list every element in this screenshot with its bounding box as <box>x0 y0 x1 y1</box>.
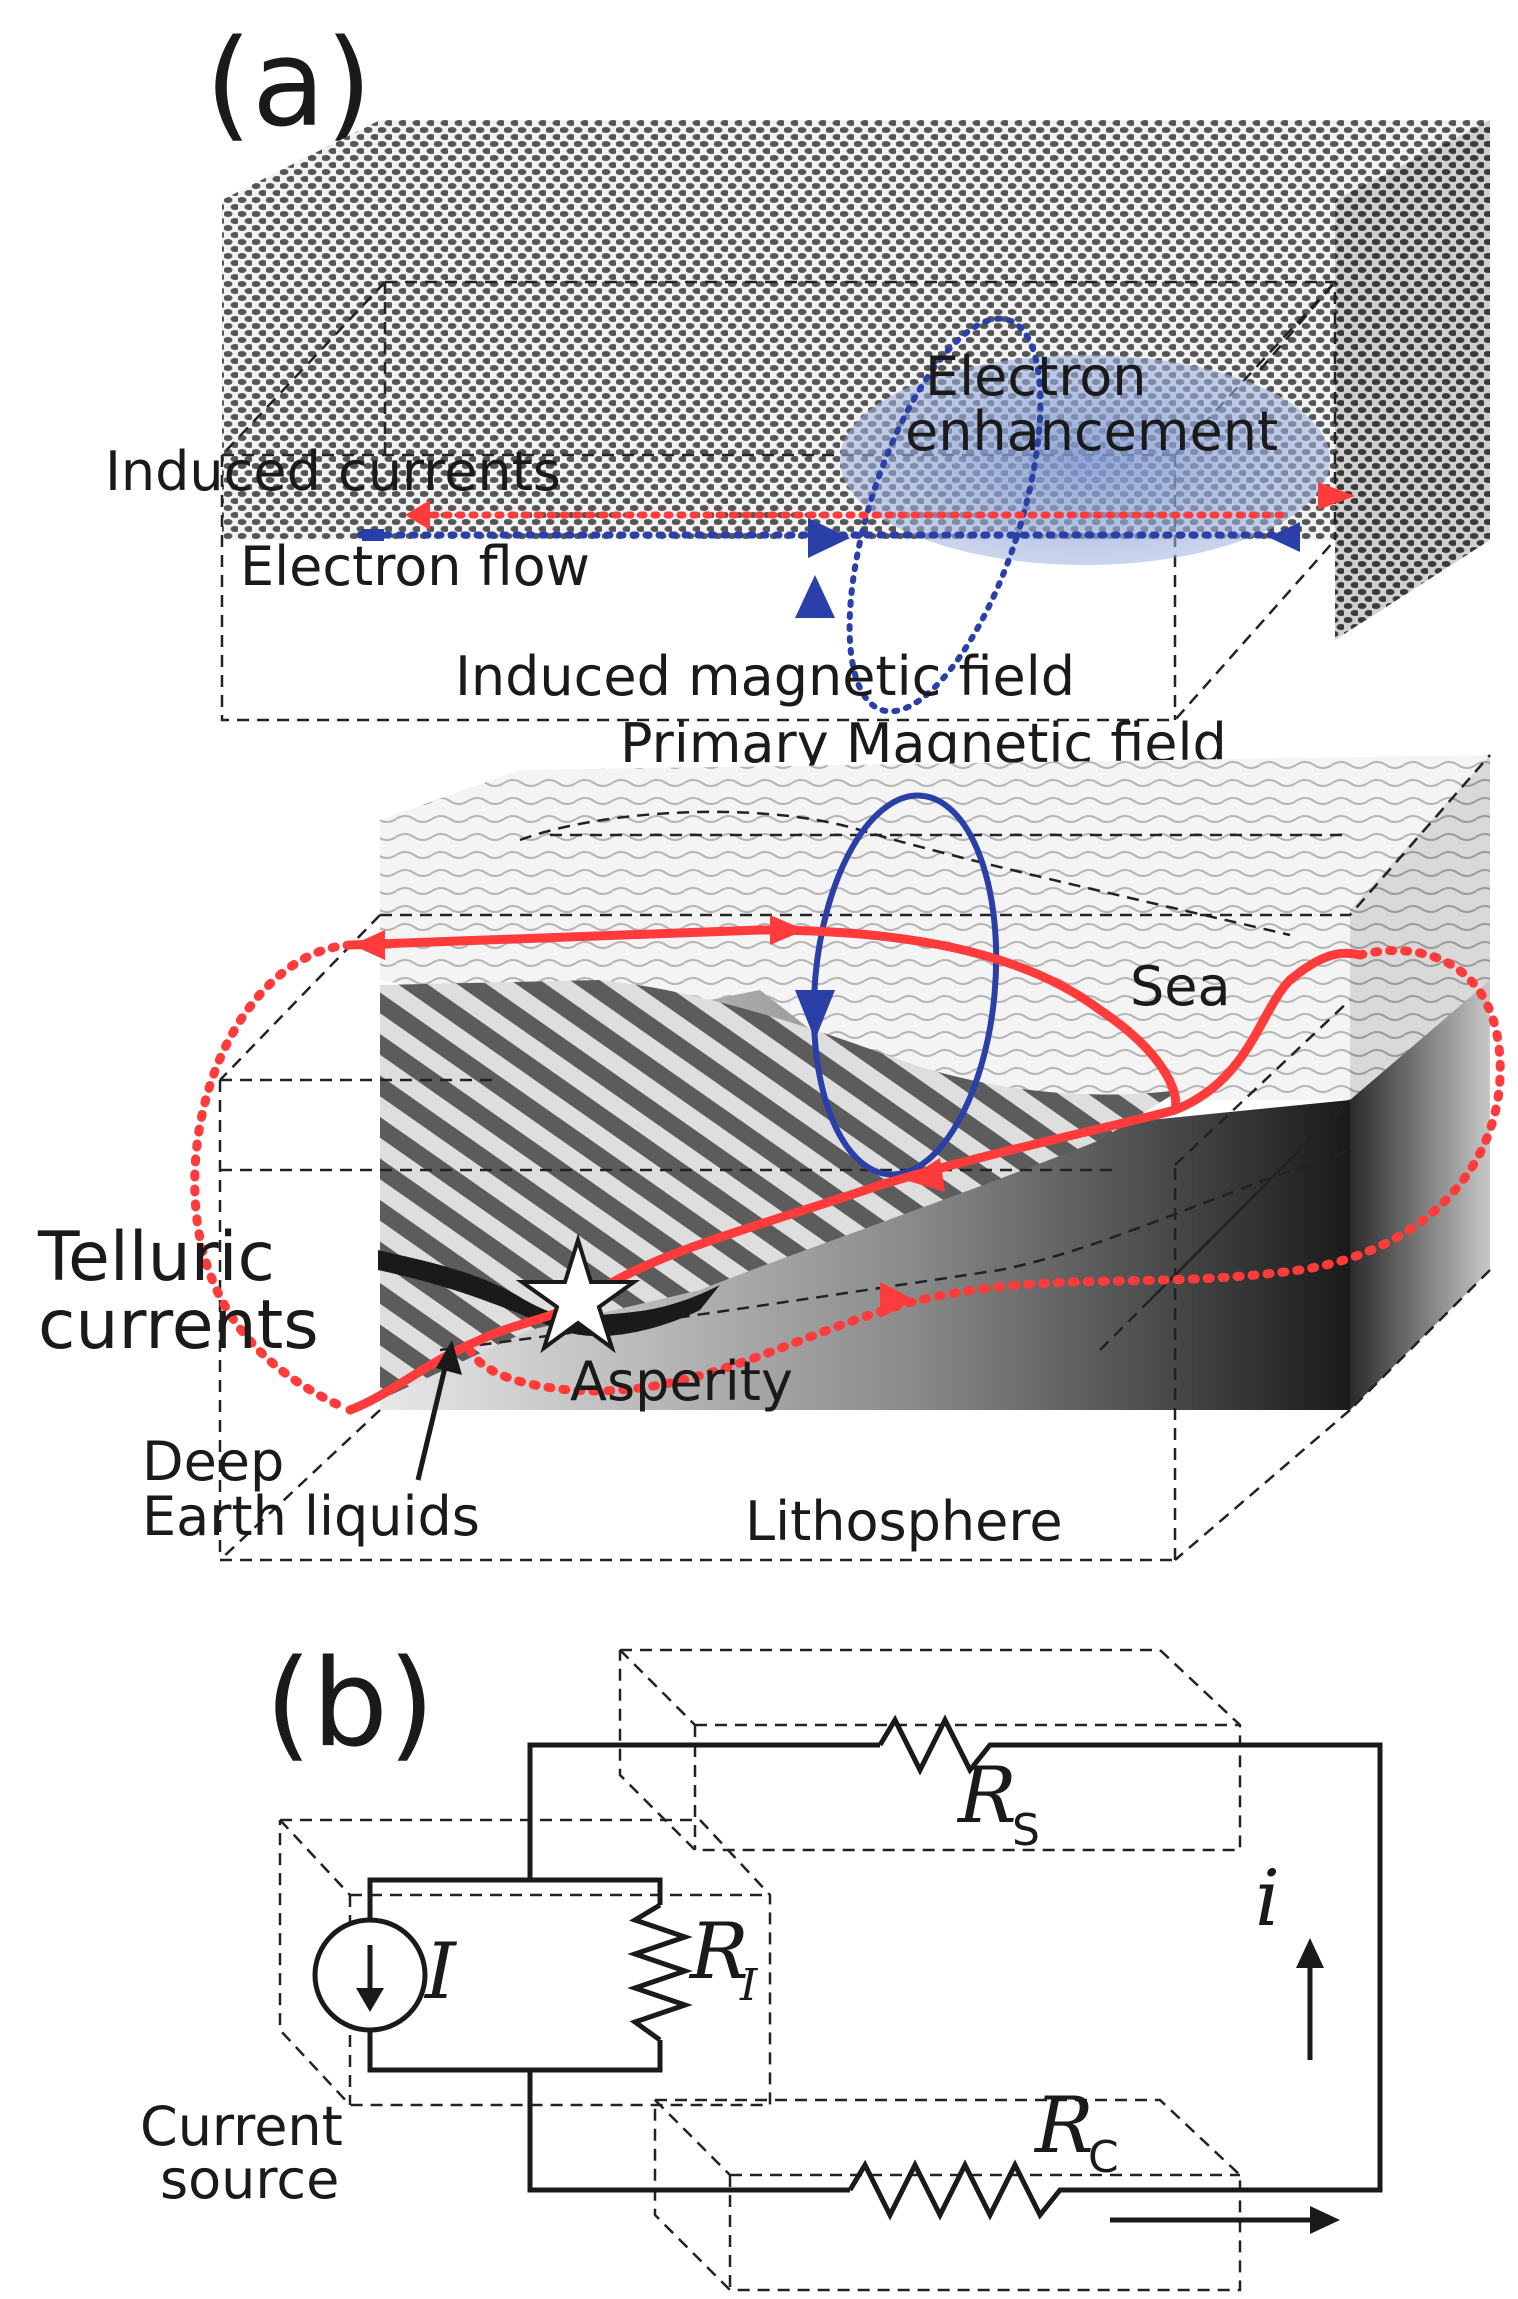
electron-enhancement-label: Electron enhancement <box>905 345 1278 463</box>
svg-text:S: S <box>1012 1805 1040 1856</box>
telluric-arrow-1 <box>352 930 385 960</box>
lithosphere-label: Lithosphere <box>745 1490 1063 1553</box>
svg-text:Earth liquids: Earth liquids <box>142 1485 480 1548</box>
svg-text:R: R <box>1033 2081 1094 2171</box>
resistor-rs[interactable] <box>877 1714 1000 1776</box>
rs-label: R S <box>956 1751 1040 1856</box>
current-source-label: Current source <box>140 2095 343 2211</box>
svg-text:enhancement: enhancement <box>905 400 1278 463</box>
ionosphere-block <box>220 120 1490 722</box>
source-symbol-label: I <box>423 1927 458 2017</box>
panel-b-label: (b) <box>265 1635 435 1774</box>
loop-current-up-arrow <box>1296 1938 1324 2060</box>
panel-a-label: (a) <box>205 15 372 154</box>
deep-earth-liquids-streak <box>378 1250 720 1337</box>
svg-text:Electron: Electron <box>925 345 1146 408</box>
svg-text:R: R <box>956 1751 1017 1841</box>
telluric-currents-dotted <box>190 940 1505 1413</box>
electron-flow-label: Electron flow <box>240 535 590 598</box>
svg-text:source: source <box>160 2148 339 2211</box>
ri-label: R I <box>688 1907 759 2011</box>
electron-enhancement-region <box>840 355 1330 565</box>
primary-magnetic-field-loop <box>795 792 1000 1178</box>
svg-text:Current: Current <box>140 2095 343 2158</box>
induced-currents-arrow <box>405 482 1355 530</box>
svg-text:Deep: Deep <box>142 1430 284 1493</box>
asperity-label: Asperity <box>570 1350 793 1413</box>
induced-magnetic-field-loop <box>795 315 1044 715</box>
loop-current-label: i <box>1255 1854 1280 1944</box>
svg-text:currents: currents <box>38 1286 319 1365</box>
resistor-ri[interactable] <box>627 1902 693 2043</box>
loop-current-right-arrow <box>1110 2206 1340 2234</box>
telluric-arrow-3 <box>905 1158 945 1192</box>
earth-block <box>218 754 1491 1562</box>
electron-flow-arrow <box>356 518 1300 558</box>
resistor-rc[interactable] <box>847 2159 1070 2221</box>
telluric-arrow-2 <box>770 915 805 945</box>
asperity-star-icon <box>515 1233 641 1354</box>
svg-text:Telluric: Telluric <box>37 1218 275 1297</box>
telluric-currents-label: Telluric currents <box>37 1218 319 1365</box>
svg-text:R: R <box>688 1907 749 1997</box>
deep-earth-liquids-label: Deep Earth liquids <box>142 1430 480 1548</box>
induced-magnetic-field-label: Induced magnetic field <box>455 645 1075 708</box>
svg-text:I: I <box>739 1960 759 2011</box>
deep-earth-liquids-pointer <box>415 1340 462 1481</box>
current-source-icon[interactable] <box>312 1917 428 2033</box>
circuit-wires <box>367 1742 1383 2193</box>
sea-label: Sea <box>1130 955 1231 1018</box>
svg-text:C: C <box>1088 2132 1119 2183</box>
rc-label: R C <box>1033 2081 1119 2183</box>
circuit-dashed-boxes <box>278 1648 1242 2292</box>
induced-currents-label: Induced currents <box>105 440 561 503</box>
